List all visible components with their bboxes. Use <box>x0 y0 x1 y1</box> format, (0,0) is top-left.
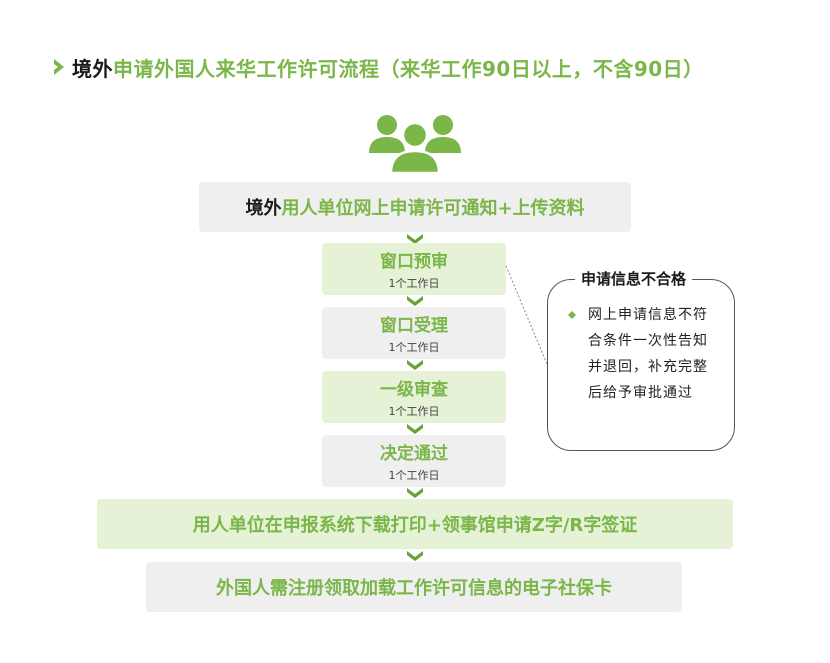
submit-application-text: 用人单位网上申请许可通知+上传资料 <box>281 198 585 219</box>
step-title: 决定通过 <box>380 444 448 464</box>
callout-connector <box>505 265 548 365</box>
visa-application-text: 用人单位在申报系统下载打印+领事馆申请Z字/R字签证 <box>192 515 638 536</box>
page-title-prefix: 境外 <box>72 57 113 81</box>
chevron-down-icon <box>407 360 423 370</box>
chevron-down-icon <box>407 234 423 244</box>
step-duration: 1个工作日 <box>388 341 440 354</box>
page-title-text: 申请外国人来华工作许可流程（来华工作90日以上，不含90日） <box>113 57 704 81</box>
callout-text: 网上申请信息不符合条件一次性告知并退回，补充完整后给予审批通过 <box>588 307 708 401</box>
step-duration: 1个工作日 <box>388 405 440 418</box>
step-acceptance: 窗口受理 1个工作日 <box>322 307 506 359</box>
step-duration: 1个工作日 <box>388 469 440 482</box>
chevron-right-icon <box>54 59 64 75</box>
step-first-level-review: 一级审查 1个工作日 <box>322 371 506 423</box>
social-security-card-text: 外国人需注册领取加载工作许可信息的电子社保卡 <box>216 578 612 599</box>
chevron-down-icon <box>407 296 423 306</box>
visa-application-box: 用人单位在申报系统下载打印+领事馆申请Z字/R字签证 <box>97 499 733 549</box>
chevron-down-icon <box>407 488 423 498</box>
chevron-down-icon <box>407 551 423 561</box>
page-title: 境外申请外国人来华工作许可流程（来华工作90日以上，不含90日） <box>72 53 704 82</box>
social-security-card-box: 外国人需注册领取加载工作许可信息的电子社保卡 <box>146 562 682 612</box>
submit-application-box: 境外用人单位网上申请许可通知+上传资料 <box>199 182 631 232</box>
chevron-down-icon <box>407 424 423 434</box>
step-title: 窗口受理 <box>380 316 448 336</box>
people-group-icon <box>369 115 461 173</box>
submit-application-prefix: 境外 <box>245 198 282 219</box>
diamond-bullet-icon <box>568 311 576 319</box>
step-duration: 1个工作日 <box>388 277 440 290</box>
step-title: 窗口预审 <box>380 252 448 272</box>
step-pre-review: 窗口预审 1个工作日 <box>322 243 506 295</box>
step-approval-decision: 决定通过 1个工作日 <box>322 435 506 487</box>
callout-title: 申请信息不合格 <box>575 268 693 289</box>
step-title: 一级审查 <box>380 380 448 400</box>
